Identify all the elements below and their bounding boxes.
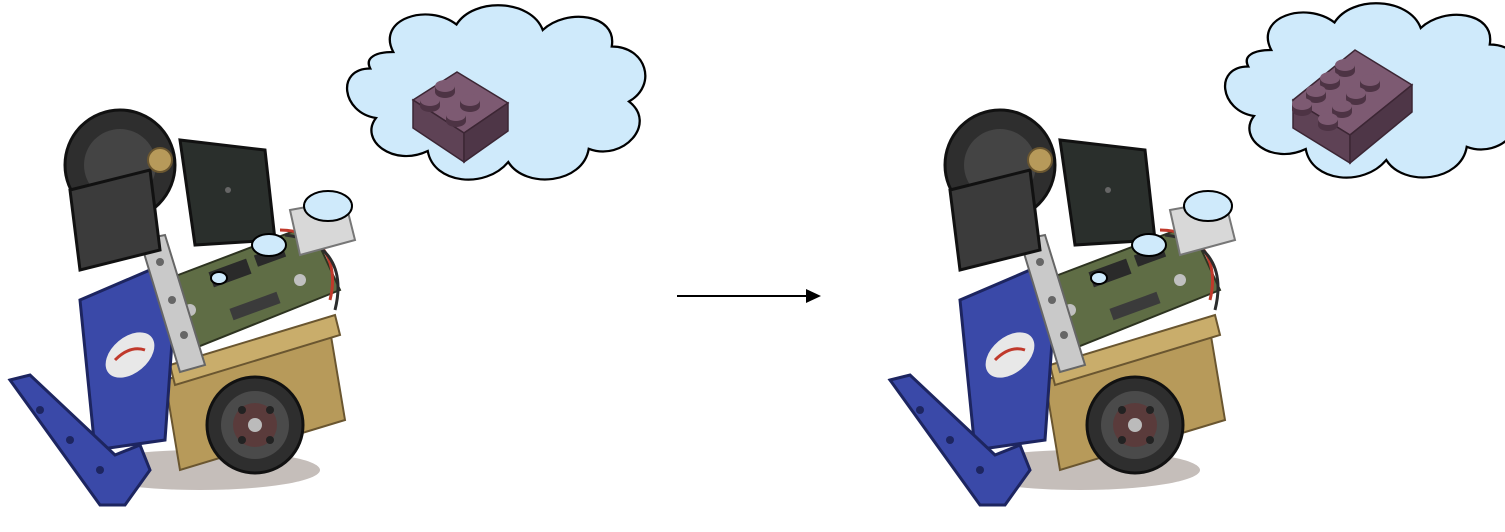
thought-dot-medium [251, 233, 287, 257]
thought-dot-small [1090, 271, 1108, 285]
robot-image-before [8, 108, 357, 507]
thought-dot-large [303, 190, 353, 222]
robot-image-after [888, 108, 1237, 507]
thought-dot-small [210, 271, 228, 285]
right-arrow-icon [677, 289, 821, 303]
brick-2x4 [1291, 49, 1414, 165]
thought-cloud-before [345, 4, 647, 181]
thought-dot-large [1183, 190, 1233, 222]
brick-2x2 [411, 71, 510, 164]
panel-before [8, 4, 647, 507]
thought-dot-medium [1131, 233, 1167, 257]
panel-after [888, 2, 1505, 507]
